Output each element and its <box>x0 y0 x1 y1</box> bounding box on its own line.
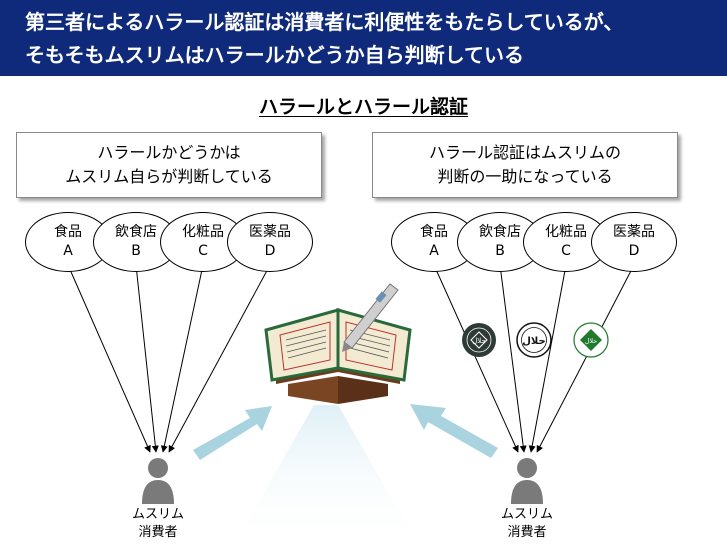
section-title: ハラールとハラール認証 <box>258 96 468 118</box>
left-category-medicine: 医薬品 D <box>227 212 313 272</box>
light-beam <box>232 405 420 548</box>
right-person-label: ムスリム 消費者 <box>500 507 553 540</box>
header-line-1: 第三者によるハラール認証は消費者に利便性をもたらしているが、 <box>25 10 624 34</box>
right-description-line-1: ハラール認証はムスリムの <box>428 143 621 162</box>
halal-arabic-logo-icon: حلال <box>516 322 552 358</box>
header-line-2: そもそもムスリムはハラールかどうか自ら判断している <box>25 43 524 67</box>
right-arrows <box>433 264 635 453</box>
halal-singapore-logo-icon: حلال <box>462 323 496 357</box>
left-arrows <box>67 264 271 453</box>
left-category-cosmetics: 化粧品 C <box>160 212 246 272</box>
left-person-label: ムスリム 消費者 <box>131 507 184 540</box>
svg-text:حلال: حلال <box>585 337 598 345</box>
quran-book-illustration <box>264 283 412 404</box>
right-description-line-2: 判断の一助になっている <box>437 167 613 186</box>
header-banner: 第三者によるハラール認証は消費者に利便性をもたらしているが、 そもそもムスリムは… <box>0 0 727 76</box>
svg-text:حلال: حلال <box>522 336 545 347</box>
right-category-medicine: 医薬品 D <box>591 212 677 272</box>
halal-indonesia-logo-icon: حلال <box>573 322 609 358</box>
left-block-arrow <box>193 406 272 460</box>
left-person-icon <box>142 458 174 504</box>
left-description-line-2: ムスリム自らが判断している <box>65 167 273 186</box>
reading-pen-icon <box>342 283 399 352</box>
right-block-arrow <box>410 404 498 458</box>
right-person-icon <box>511 458 543 504</box>
left-description-line-1: ハラールかどうかは <box>97 143 241 162</box>
right-description-box: ハラール認証はムスリムの 判断の一助になっている <box>372 132 678 198</box>
left-description-box: ハラールかどうかは ムスリム自らが判断している <box>16 132 322 198</box>
svg-text:حلال: حلال <box>472 337 486 345</box>
